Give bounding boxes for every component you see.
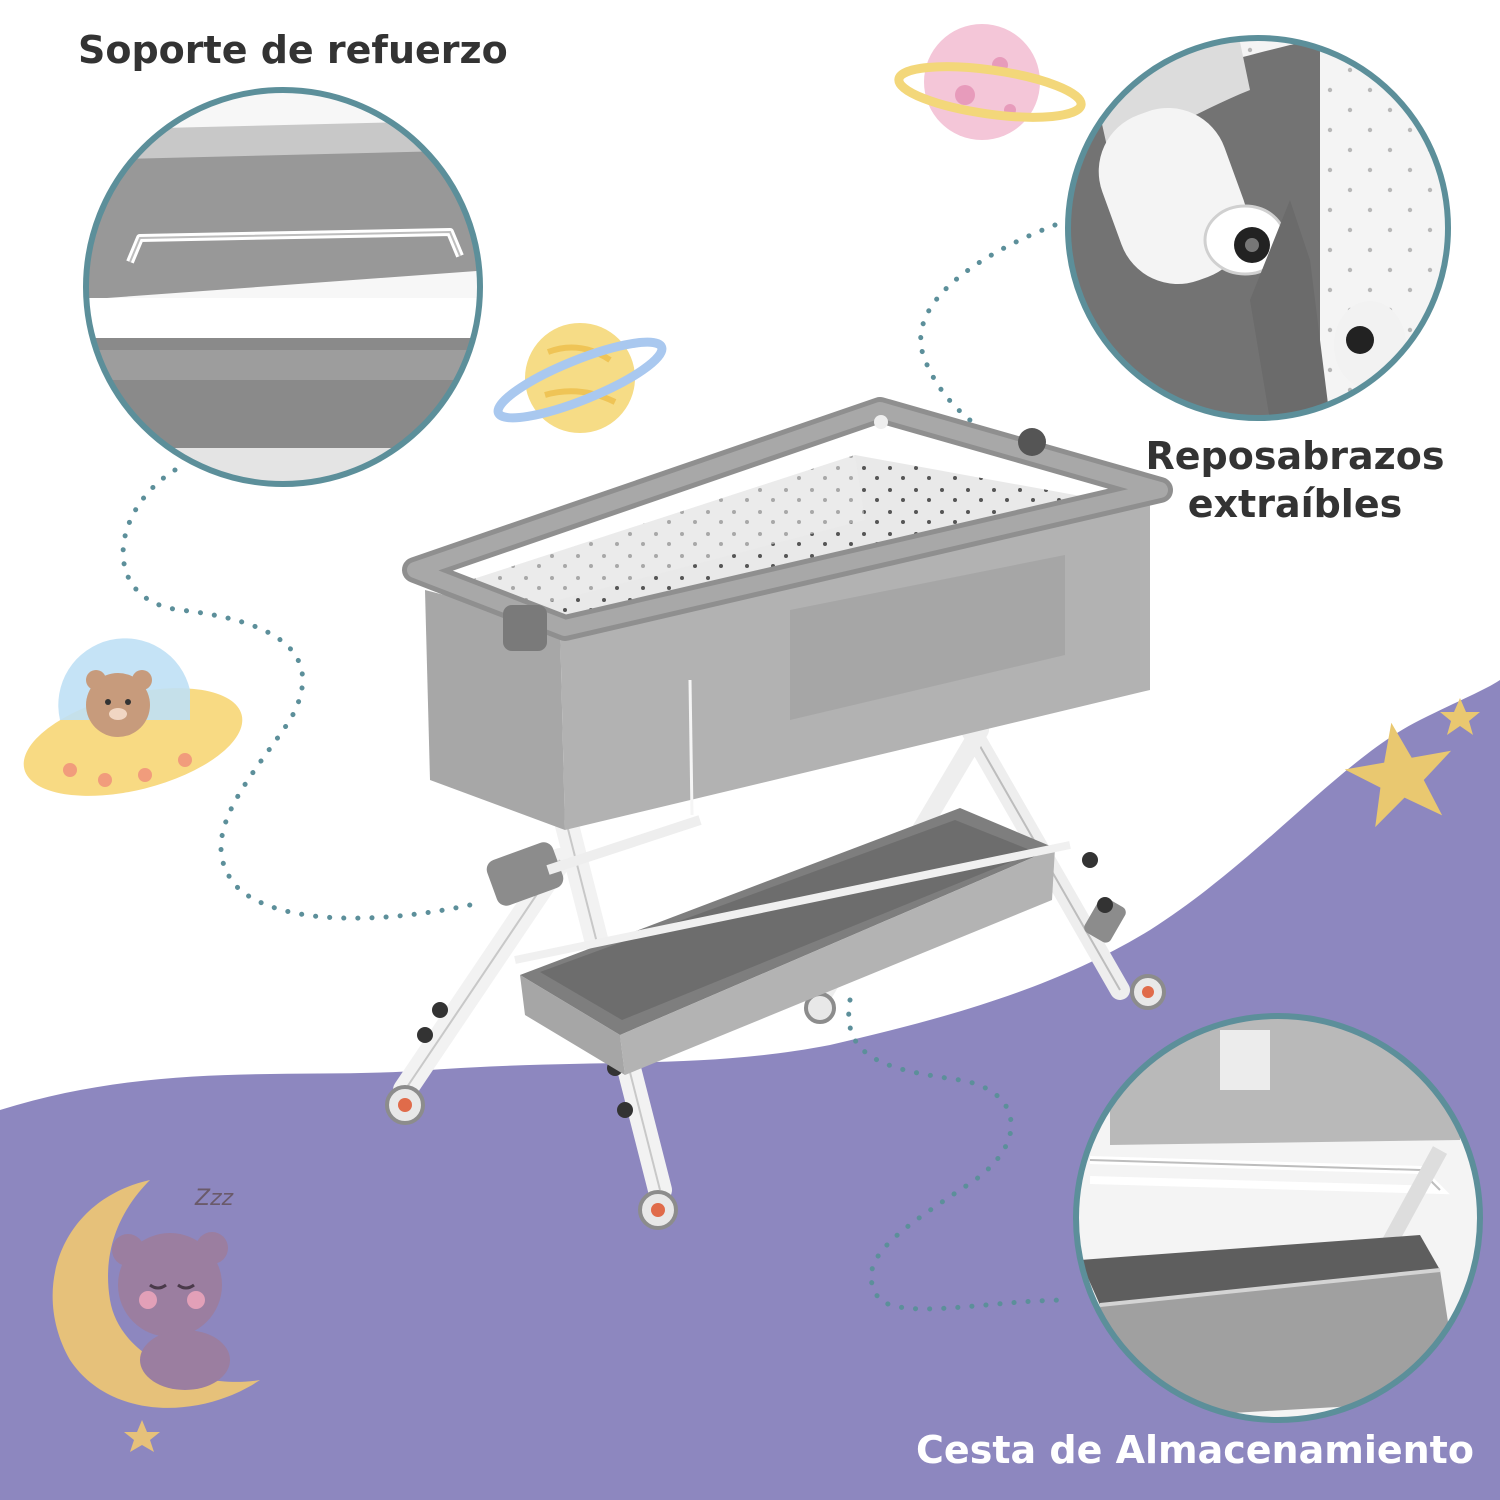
yellow-planet-icon bbox=[493, 323, 667, 433]
label-removable-armrests: Reposabrazos extraíbles bbox=[1130, 432, 1460, 528]
label-armrest-line1: Reposabrazos bbox=[1145, 434, 1445, 478]
caster-wheels bbox=[385, 974, 1166, 1230]
bear-ufo-icon bbox=[23, 638, 243, 796]
detail-circle-armrest bbox=[1065, 35, 1451, 421]
dotted-connectors bbox=[120, 222, 1073, 1312]
moon-bear-icon: Zzz bbox=[52, 1180, 261, 1452]
label-storage-basket: Cesta de Almacenamiento bbox=[916, 1428, 1474, 1472]
pink-planet-icon bbox=[894, 24, 1086, 140]
bassinet-illustration bbox=[385, 397, 1173, 1230]
label-support-reinforcement: Soporte de refuerzo bbox=[78, 28, 508, 72]
detail-circle-basket bbox=[1073, 1013, 1483, 1423]
star-icon bbox=[1344, 698, 1480, 828]
svg-text:Zzz: Zzz bbox=[194, 1186, 234, 1211]
detail-circle-support bbox=[83, 87, 483, 487]
label-armrest-line2: extraíbles bbox=[1187, 482, 1403, 526]
